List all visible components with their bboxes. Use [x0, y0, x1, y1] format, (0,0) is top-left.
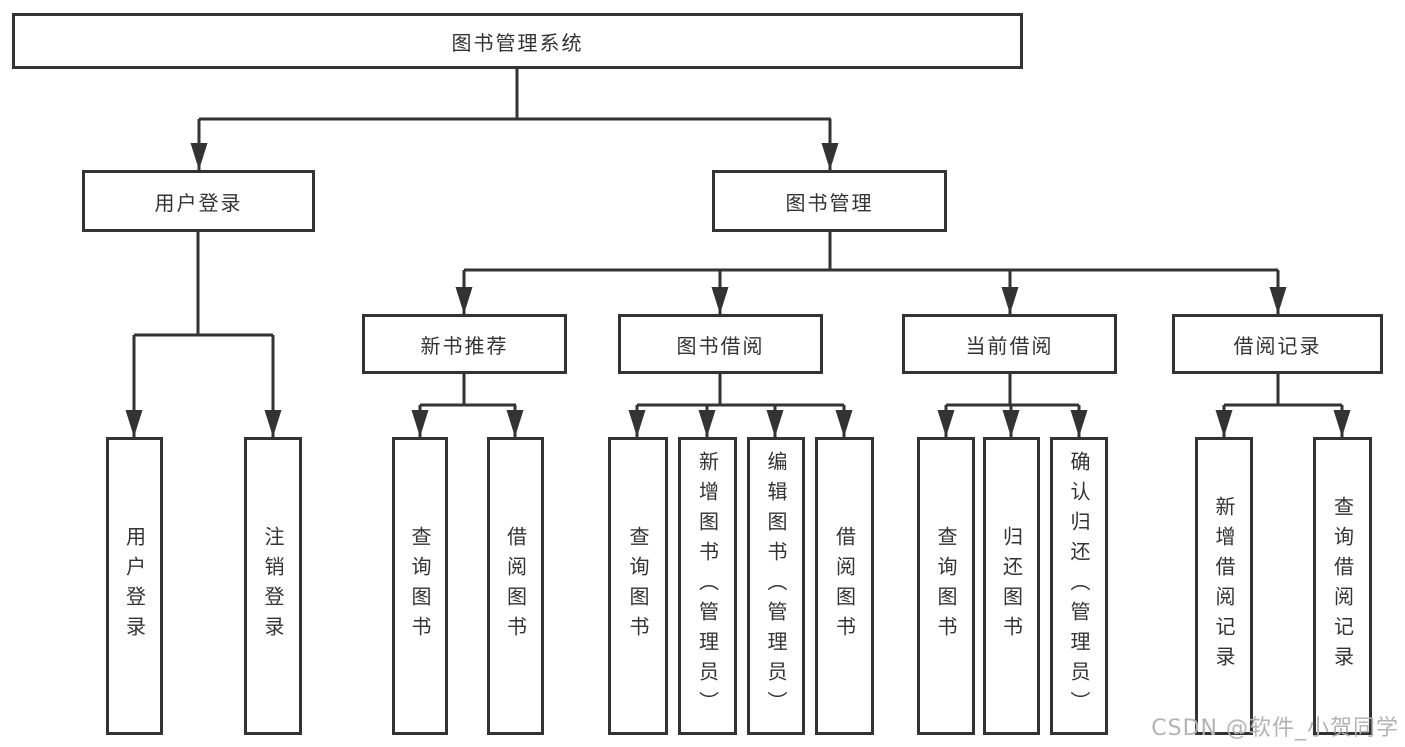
node-borrow-records: 借阅记录: [1172, 314, 1383, 374]
node-current-borrowing: 当前借阅: [902, 314, 1117, 374]
node-root-label: 图书管理系统: [451, 30, 584, 55]
connector-rails: [134, 69, 1342, 407]
leaf-borrow-books-1-label: 借阅图书: [503, 526, 528, 646]
leaf-query-books-2: 查询图书: [608, 437, 668, 735]
leaf-edit-books-admin-label: 编辑图书（管理员）: [764, 451, 788, 721]
leaf-query-books-1: 查询图书: [392, 437, 448, 735]
leaf-add-books-admin: 新增图书（管理员）: [678, 437, 737, 735]
leaf-add-borrow-record-label: 新增借阅记录: [1212, 496, 1236, 676]
node-current-borrowing-label: 当前借阅: [965, 333, 1054, 358]
node-user-login: 用户登录: [82, 170, 315, 232]
watermark: CSDN @软件_小贺同学: [1151, 716, 1399, 741]
leaf-confirm-return-admin-label: 确认归还（管理员）: [1067, 451, 1091, 721]
node-new-book-recommend: 新书推荐: [362, 314, 567, 374]
node-book-management-label: 图书管理: [785, 190, 874, 215]
leaf-user-login-label: 用户登录: [122, 526, 147, 646]
leaf-query-borrow-record-label: 查询借阅记录: [1330, 496, 1355, 676]
leaf-borrow-books-1: 借阅图书: [487, 437, 544, 735]
leaf-add-borrow-record: 新增借阅记录: [1195, 437, 1253, 735]
node-book-borrowing-label: 图书借阅: [676, 333, 765, 358]
node-borrow-records-label: 借阅记录: [1233, 333, 1322, 358]
leaf-query-books-1-label: 查询图书: [408, 526, 432, 646]
node-new-book-recommend-label: 新书推荐: [420, 333, 509, 358]
node-root: 图书管理系统: [12, 13, 1023, 69]
node-user-login-label: 用户登录: [154, 190, 243, 215]
node-book-management: 图书管理: [712, 170, 947, 232]
leaf-logout-login: 注销登录: [244, 437, 302, 735]
leaf-edit-books-admin: 编辑图书（管理员）: [747, 437, 805, 735]
leaf-return-books-label: 归还图书: [999, 526, 1024, 646]
node-book-borrowing: 图书借阅: [618, 314, 823, 374]
leaf-query-books-3: 查询图书: [917, 437, 975, 735]
leaf-borrow-books-2-label: 借阅图书: [832, 526, 857, 646]
leaf-query-books-2-label: 查询图书: [626, 526, 650, 646]
leaf-add-books-admin-label: 新增图书（管理员）: [695, 451, 720, 721]
leaf-query-borrow-record: 查询借阅记录: [1313, 437, 1372, 735]
leaf-return-books: 归还图书: [983, 437, 1040, 735]
leaf-logout-login-label: 注销登录: [261, 526, 285, 646]
leaf-confirm-return-admin: 确认归还（管理员）: [1050, 437, 1108, 735]
leaf-query-books-3-label: 查询图书: [934, 526, 958, 646]
leaf-user-login: 用户登录: [106, 437, 163, 735]
leaf-borrow-books-2: 借阅图书: [815, 437, 874, 735]
